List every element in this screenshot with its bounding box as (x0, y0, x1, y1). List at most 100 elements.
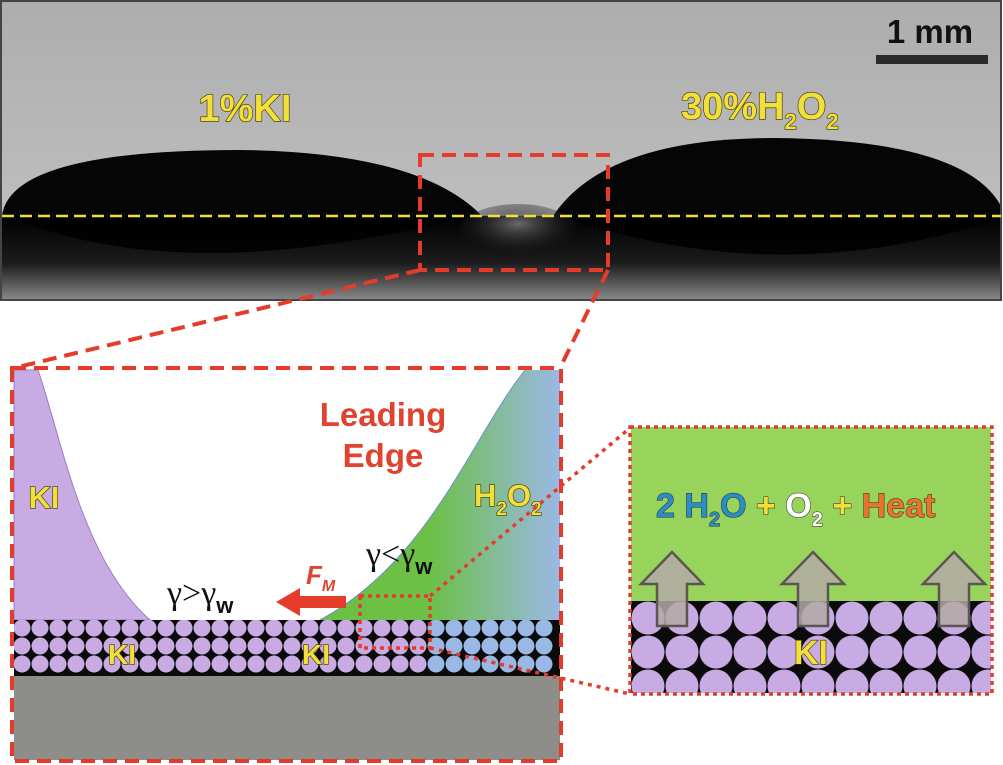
ki-particle (801, 669, 835, 693)
ki-particle (103, 637, 121, 655)
ki-particle (971, 669, 991, 693)
ki-particle (903, 601, 937, 635)
ki-particle (265, 655, 283, 673)
ki-particle (373, 637, 391, 655)
ki-particle (301, 620, 319, 637)
ki-particle (103, 655, 121, 673)
reaction-layer-label: KI (794, 634, 828, 672)
ki-particle (699, 601, 733, 635)
reaction-panel-frame (628, 425, 994, 696)
layer-label-right: KI (302, 639, 330, 670)
ki-particle (193, 655, 211, 673)
ki-particle (14, 637, 31, 655)
ki-particle (31, 637, 49, 655)
ki-particle (175, 620, 193, 637)
ki-particle (301, 637, 319, 655)
ki-particle (175, 637, 193, 655)
reaction-ki-layer (631, 601, 991, 693)
right-drop-label: 30%H2O2 (681, 86, 839, 134)
ki-particle (265, 620, 283, 637)
ki-particle (283, 620, 301, 637)
right-droplet-reflection (560, 216, 1001, 255)
ki-particle (355, 637, 373, 655)
marangoni-force-label: FM (306, 560, 336, 595)
right-droplet (553, 138, 1001, 216)
ki-particle (67, 655, 85, 673)
left-droplet (2, 150, 482, 216)
ki-particle (733, 635, 767, 669)
ki-particle (481, 620, 499, 637)
ki-particle (937, 669, 971, 693)
ki-droplet-shape (13, 369, 152, 621)
ki-particle-layer (14, 620, 560, 676)
ki-particle (665, 669, 699, 693)
ki-particle (319, 655, 337, 673)
h2o2-droplet-shape (320, 370, 560, 620)
ki-particle (463, 637, 481, 655)
ki-particle (67, 637, 85, 655)
zoom-panel-frame (10, 366, 563, 763)
zoom-region-box (418, 153, 610, 272)
ki-particle (301, 655, 319, 673)
ki-particle (835, 669, 869, 693)
ki-particle (409, 620, 427, 637)
ki-particle (373, 655, 391, 673)
ki-particle (139, 620, 157, 637)
ki-particle (157, 637, 175, 655)
ki-particle (631, 635, 665, 669)
ki-particle (903, 669, 937, 693)
ki-particle (193, 620, 211, 637)
ki-particle (869, 669, 903, 693)
ki-particle (85, 620, 103, 637)
ki-particle (869, 635, 903, 669)
ki-particle (229, 620, 247, 637)
ki-particle (49, 620, 67, 637)
ki-particle (265, 637, 283, 655)
contact-glow (458, 204, 578, 260)
ki-particle (835, 601, 869, 635)
ki-particle (535, 620, 553, 637)
ki-particle (445, 637, 463, 655)
ki-particle (937, 635, 971, 669)
ki-particle (319, 620, 337, 637)
ki-particle (409, 637, 427, 655)
ki-particle (337, 637, 355, 655)
photo-frame (0, 0, 1002, 301)
ki-particle (247, 637, 265, 655)
reaction-panel: 2 H2O + O2 + Heat KI (631, 427, 991, 693)
ki-particle (535, 637, 553, 655)
contact-line-schematic: KI H2O2 Leading Edge γ>γw γ<γw FM KI KI (13, 369, 560, 760)
left-droplet-reflection (8, 216, 470, 253)
heat-arrow-3 (920, 550, 988, 628)
ki-particle (337, 620, 355, 637)
ki-particle (49, 637, 67, 655)
zoom-connector-left (13, 268, 421, 370)
ki-particle (499, 637, 517, 655)
ki-particle (355, 620, 373, 637)
ki-particle (229, 637, 247, 655)
ki-particle (157, 655, 175, 673)
leading-edge-label-line2: Edge (343, 437, 424, 474)
ki-particle (229, 655, 247, 673)
detail-connector-bottom (429, 646, 631, 696)
ki-particle (517, 637, 535, 655)
ki-particle (31, 620, 49, 637)
ki-drop-label: KI (29, 480, 60, 515)
ki-particle (373, 620, 391, 637)
ki-particle (121, 655, 139, 673)
droplet-photo (1, 1, 1001, 300)
ki-particle (103, 620, 121, 637)
ki-particle (733, 601, 767, 635)
ki-particle (247, 655, 265, 673)
ki-particle (445, 655, 463, 673)
contact-detail-box (358, 594, 432, 650)
ki-particle (801, 635, 835, 669)
ki-particle (767, 635, 801, 669)
gamma-greater-label: γ>γw (166, 575, 234, 618)
ki-particle (211, 637, 229, 655)
reaction-equation: 2 H2O + O2 + Heat (656, 487, 935, 531)
ki-particle (139, 637, 157, 655)
heat-arrow-2 (779, 550, 847, 628)
ki-particle (463, 620, 481, 637)
scale-bar-label: 1 mm (887, 13, 973, 50)
